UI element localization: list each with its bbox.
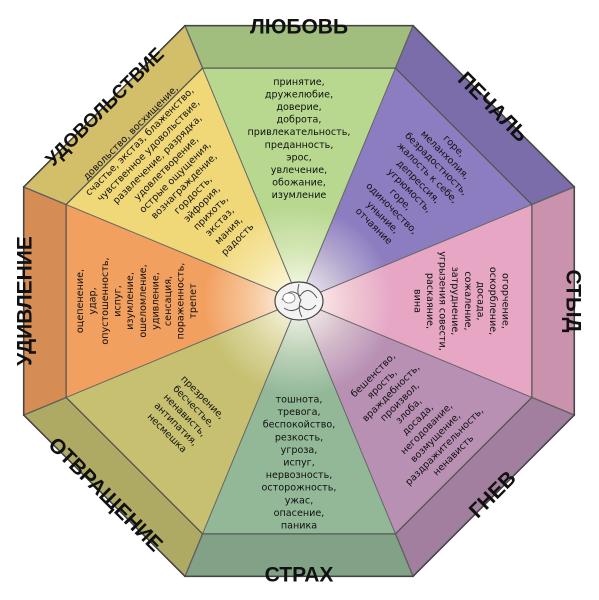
category-label-surprise: УДИВЛЕНИЕ (14, 236, 37, 366)
separators (22, 24, 576, 578)
sector-shame (299, 204, 532, 398)
emotion-list-pleasure: довольство, восхищение,счастье, экстаз, … (81, 83, 256, 258)
emotion-item: дружелюбие, (265, 89, 333, 100)
emotion-item: ошеломление, (138, 264, 149, 337)
sector-fear (202, 301, 396, 534)
emotion-item: опасение, (274, 508, 325, 519)
emotion-item: доверие, (276, 102, 321, 113)
emotion-item: угроза, (281, 445, 318, 456)
emotion-item: доброта, (277, 115, 322, 126)
sector-divider (23, 186, 300, 302)
emotion-item: вина (411, 289, 422, 313)
emotion-item: сенсация, (163, 276, 174, 326)
sector-divider (298, 25, 414, 302)
emotion-list-love: принятие,дружелюбие, доверие, доброта,прив… (248, 77, 351, 201)
category-label-shame: СТЫД (562, 270, 585, 333)
emotion-item: эрос, (286, 152, 312, 163)
sector-divider (298, 300, 575, 416)
sector-surprise (66, 204, 299, 398)
emotion-item: удар, (87, 287, 98, 314)
emotion-item: паника (281, 521, 317, 532)
emotion-item: нервозность, (266, 470, 333, 481)
emotion-item: сожаление, (462, 271, 473, 330)
sector-divider (23, 300, 300, 416)
emotion-item: преданность, (265, 140, 334, 151)
emotion-item: опустошенность, (100, 257, 111, 344)
sector-divider (184, 300, 300, 577)
inner-octagon-outline (65, 67, 533, 535)
emotion-item: огорчение, (500, 273, 511, 329)
emotion-item: принятие, (273, 77, 324, 88)
emotion-item: угрызения совести, (437, 251, 448, 351)
emotion-list-surprise: оцепенение,удар,опустошенность,испуг,изу… (75, 257, 199, 344)
emotion-item: тошнота, (276, 395, 323, 406)
emotion-item: резкость, (275, 432, 323, 443)
emotion-item: пораженность, (176, 263, 187, 340)
emotion-item: испуг, (283, 458, 315, 469)
outer-octagon-outline (22, 24, 576, 578)
category-label-love: ЛЮБОВЬ (250, 16, 348, 39)
emotion-item: привлекательность, (248, 127, 351, 138)
emotion-item: беспокойство, (263, 420, 336, 431)
emotion-item: осторожность, (262, 483, 337, 494)
emotion-item: оцепенение, (75, 269, 86, 333)
emotion-item: досада, (474, 281, 485, 320)
emotion-list-shame: огорчение,оскорбление,досада,сожаление,з… (411, 251, 510, 351)
emotion-item: ужас, (285, 495, 314, 506)
emotion-item: тревога, (277, 407, 320, 418)
emotion-item: обожание, (272, 178, 326, 189)
emotion-list-fear: тошнота,тревога, беспокойство,резкость, уг… (262, 395, 337, 532)
emotion-item: оскорбление, (487, 267, 498, 335)
emotion-item: увлечение, (271, 165, 327, 176)
sector-love (202, 68, 396, 301)
emotion-item: изумление (272, 190, 327, 201)
sector-divider (298, 186, 575, 302)
emotion-item: затруднение, (449, 267, 460, 336)
outer-ring (22, 24, 576, 578)
emotion-item: трепет (188, 283, 199, 319)
category-label-fear: СТРАХ (265, 564, 334, 587)
emotion-item: испуг, (113, 285, 124, 317)
emotion-item: раскаяние, (424, 273, 435, 329)
emotion-item: удивление, (150, 272, 161, 330)
brain-icon (274, 281, 324, 321)
emotion-item: изумление, (125, 272, 136, 330)
sector-divider (184, 25, 300, 302)
sector-divider (298, 300, 414, 577)
